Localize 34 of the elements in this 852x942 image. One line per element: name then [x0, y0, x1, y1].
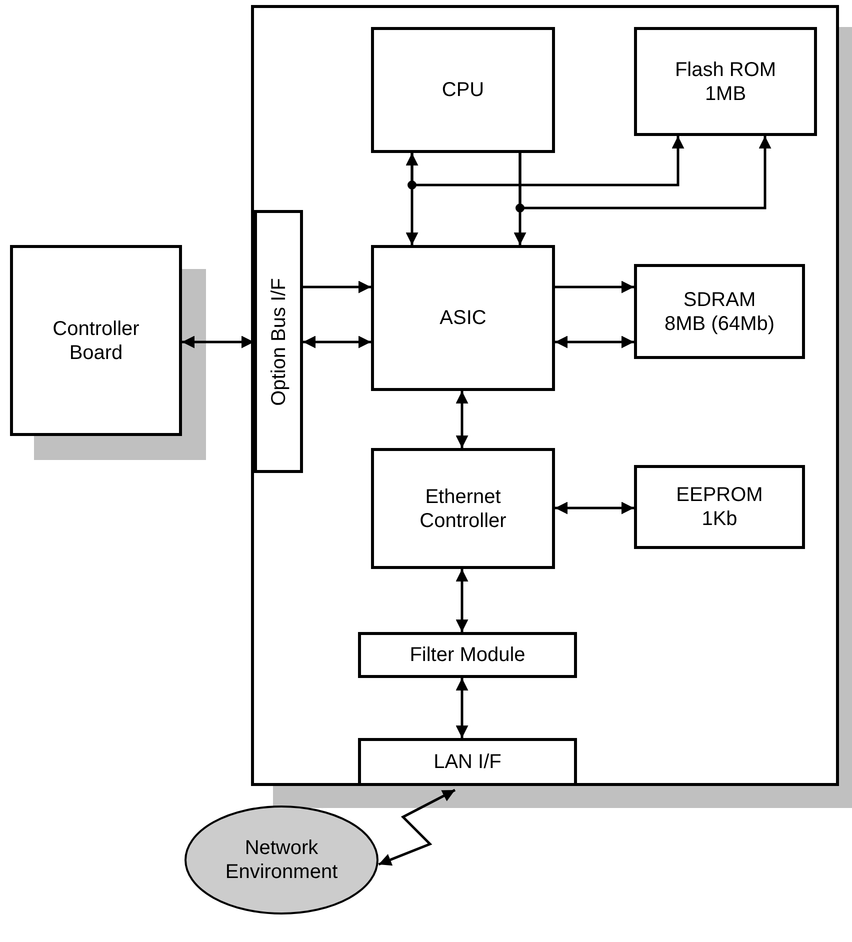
arrow	[406, 153, 418, 245]
arrow	[555, 280, 634, 294]
box-label: ASIC	[440, 306, 486, 330]
arrow	[555, 502, 634, 514]
interface-block	[254, 210, 303, 473]
controller-block	[371, 448, 555, 569]
asic-block	[371, 245, 555, 391]
box-label: Flash ROM 1MB	[674, 58, 778, 106]
filter-block	[358, 632, 577, 678]
arrow	[410, 136, 684, 186]
box-label: LAN I/F	[434, 750, 502, 774]
cpu-block	[371, 27, 555, 153]
arrow	[456, 678, 468, 738]
box-label: Ethernet Controller	[418, 484, 508, 532]
arrow	[518, 136, 772, 210]
box-label: Controller Board	[52, 316, 140, 364]
box-label: EEPROM 1Kb	[675, 483, 764, 531]
network-ellipse	[184, 805, 379, 915]
memory-block	[634, 465, 805, 549]
memory-block	[634, 27, 817, 136]
arrow	[182, 336, 254, 348]
box-label: Option Bus I/F	[266, 278, 290, 406]
box-label: CPU	[442, 78, 484, 102]
arrow	[456, 391, 468, 448]
interface-block	[358, 738, 577, 786]
arrow	[378, 788, 456, 866]
box-label: Filter Module	[410, 643, 526, 667]
arrow	[456, 569, 468, 632]
memory-block	[634, 264, 805, 359]
box-label: Network Environment	[224, 836, 339, 884]
arrow	[303, 280, 371, 294]
arrow	[303, 336, 371, 348]
box-label: SDRAM 8MB (64Mb)	[663, 288, 776, 336]
arrow	[555, 336, 634, 348]
